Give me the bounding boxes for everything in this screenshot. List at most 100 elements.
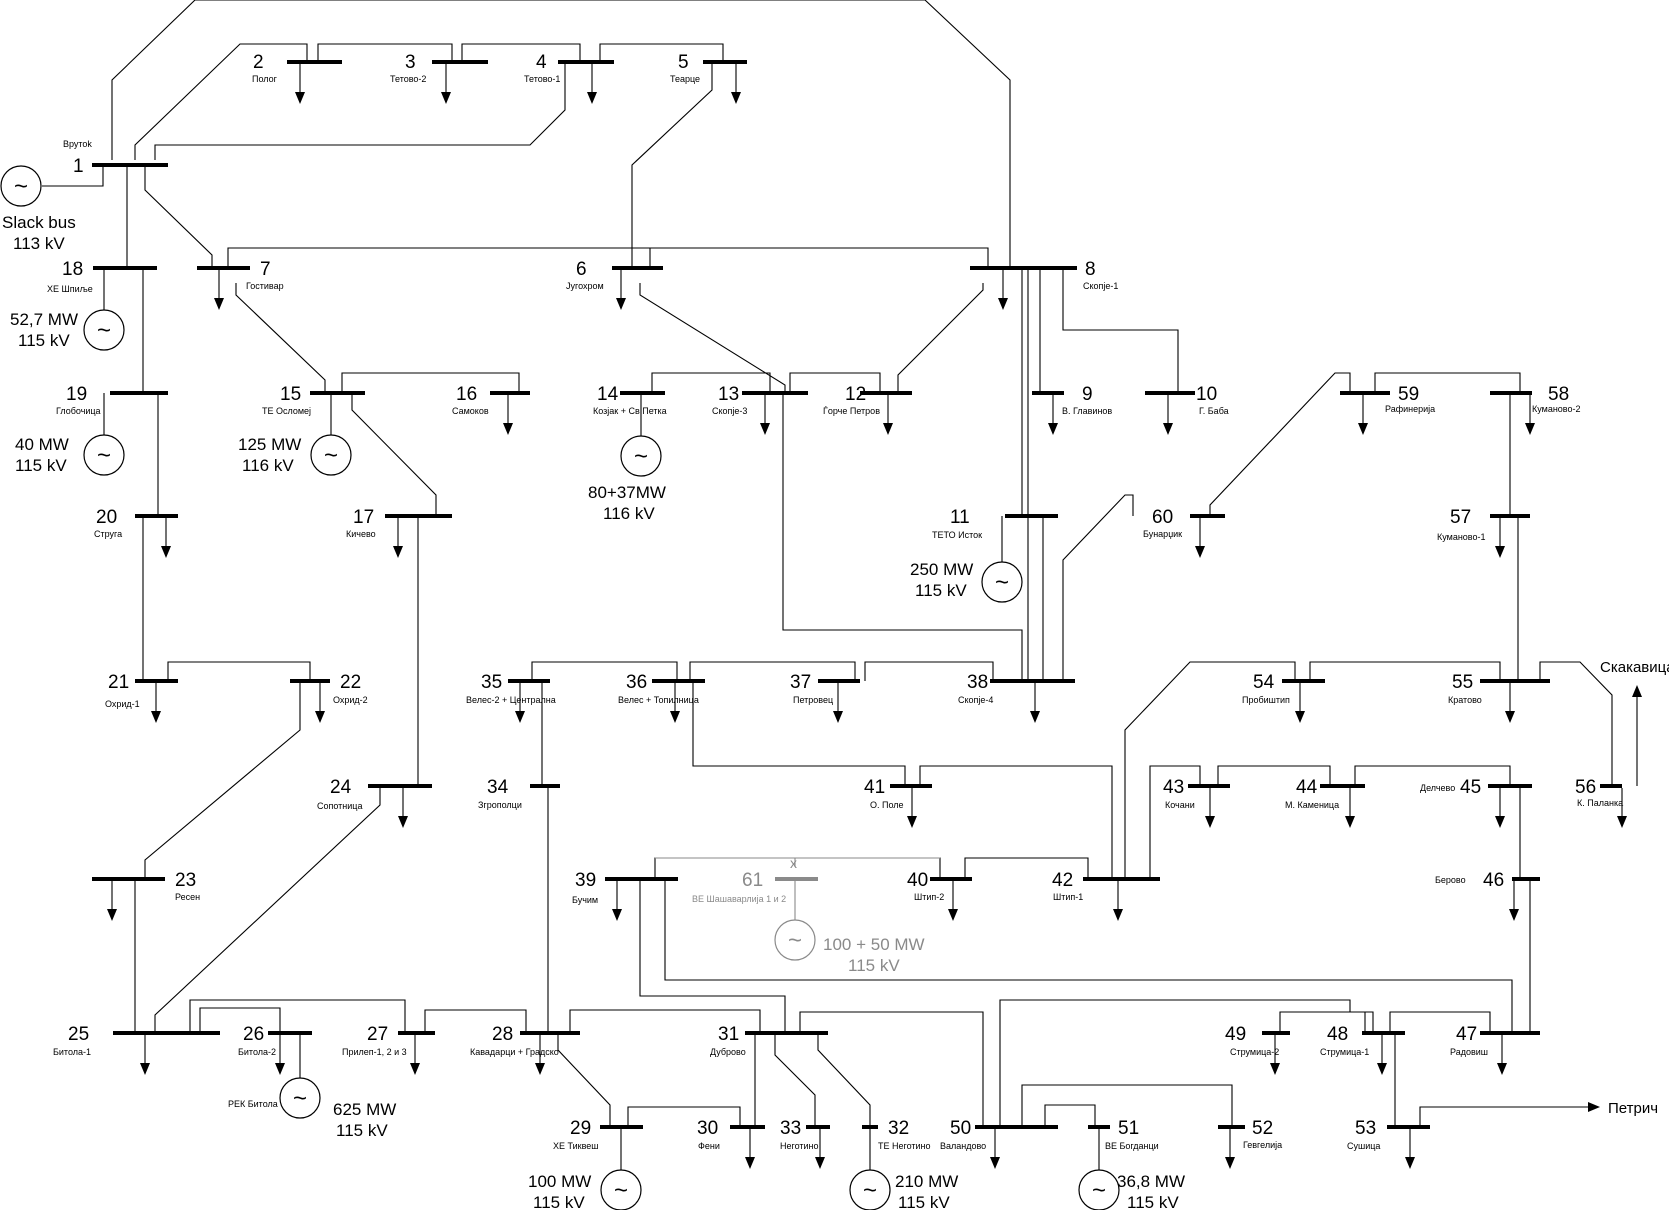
load-arrow-bus-45	[1495, 788, 1505, 828]
line-1-2	[134, 43, 308, 160]
line-7-15	[235, 283, 326, 393]
load-arrow-bus-9	[1048, 395, 1058, 435]
load-arrow-bus-6	[616, 270, 626, 310]
bus-51-num: 51	[1118, 1118, 1139, 1139]
bus-35-num: 35	[481, 672, 502, 693]
line-54-42	[1124, 661, 1296, 879]
svg-text:~: ~	[863, 1177, 877, 1204]
bus-39-num: 39	[575, 870, 596, 891]
line-12-13	[789, 372, 881, 393]
gen-symbol-bus-51: ~	[1078, 1127, 1120, 1210]
load-arrow-bus-33	[815, 1129, 825, 1169]
bus-10-num: 10	[1196, 384, 1217, 405]
bus-58-num: 58	[1548, 384, 1569, 405]
line-31-50	[799, 1011, 984, 1127]
bus-9-num: 9	[1082, 384, 1093, 405]
gen-19-line2: 115 kV	[15, 456, 67, 475]
bus-55-name: Кратово	[1448, 695, 1482, 705]
load-arrow-bus-21	[151, 683, 161, 723]
line-59-60	[1209, 372, 1351, 516]
bus-33-name: Неготино	[780, 1141, 819, 1151]
load-arrow-bus-10	[1163, 395, 1173, 435]
bus-5-name: Теарце	[670, 74, 700, 84]
bus-4-name: Тетово-1	[524, 74, 560, 84]
bus-38-name: Скопје-4	[958, 695, 993, 705]
line-7-8	[227, 247, 989, 268]
load-arrow-bus-42	[1113, 881, 1123, 921]
bus-43-num: 43	[1163, 777, 1184, 798]
bus-17-num: 17	[353, 507, 374, 528]
svg-text:~: ~	[14, 173, 28, 200]
gen-18-line2: 115 kV	[18, 331, 70, 350]
gen-14-line1: 80+37MW	[588, 483, 666, 502]
bus-12-num: 12	[845, 384, 866, 405]
bus-50-name: Валандово	[940, 1141, 986, 1151]
line-3-4	[461, 43, 581, 62]
gen-1-line1: Slack bus	[2, 213, 76, 232]
bus-50-num: 50	[950, 1118, 971, 1139]
gen-15-line1: 125 MW	[238, 435, 301, 454]
line-24-25	[154, 786, 381, 1033]
bus-46-num: 46	[1483, 870, 1504, 891]
bus-31-name: Дуброво	[710, 1047, 746, 1057]
line-36-41	[692, 681, 906, 786]
bus-22-name: Охрид-2	[333, 695, 368, 705]
bus-48-name: Струмица-1	[1320, 1047, 1369, 1057]
bus-15-num: 15	[280, 384, 301, 405]
bus-23-num: 23	[175, 870, 196, 891]
gen-29-line1: 100 MW	[528, 1172, 591, 1191]
breaker-symbol: x	[790, 855, 797, 871]
gen-symbol-bus-15: ~	[310, 393, 352, 476]
svg-text:~: ~	[97, 442, 111, 469]
bus-59-name: Рафинерија	[1385, 404, 1435, 414]
bus-21-num: 21	[108, 672, 129, 693]
bus-29-num: 29	[570, 1118, 591, 1139]
line-8-12	[897, 283, 984, 393]
bus-32-num: 32	[888, 1118, 909, 1139]
bus-41-num: 41	[864, 777, 885, 798]
line-25-27	[189, 999, 406, 1033]
line-59-58	[1374, 372, 1521, 393]
line-50-52	[1021, 1084, 1233, 1127]
svg-text:~: ~	[324, 442, 338, 469]
bus-16-name: Самоков	[452, 406, 489, 416]
bus-55-num: 55	[1452, 672, 1473, 693]
bus-13-num: 13	[718, 384, 739, 405]
line-28-31	[569, 1009, 761, 1033]
gen-symbol-bus-11: ~	[981, 516, 1023, 603]
line-1-7	[144, 165, 213, 268]
gen-symbol-bus-61: ~	[774, 919, 816, 961]
gen-51-line1: 36,8 MW	[1117, 1172, 1185, 1191]
line-5-6	[631, 62, 713, 268]
bus-40-name: Штип-2	[914, 892, 944, 902]
bus-16-num: 16	[456, 384, 477, 405]
gen-15-line2: 116 kV	[242, 456, 294, 475]
load-arrow-bus-57	[1495, 518, 1505, 558]
bus-49-num: 49	[1225, 1024, 1246, 1045]
line-36-37	[689, 661, 856, 681]
load-arrow-bus-44	[1345, 788, 1355, 828]
load-arrow-bus-47	[1497, 1035, 1507, 1075]
bus-11-num: 11	[950, 507, 970, 528]
bus-53-name: Сушица	[1347, 1141, 1380, 1151]
bus-53-num: 53	[1355, 1118, 1376, 1139]
gen-26-line2: 115 kV	[336, 1121, 388, 1140]
svg-text:~: ~	[1092, 1177, 1106, 1204]
load-arrow-bus-35	[515, 683, 525, 723]
bus-52-num: 52	[1252, 1118, 1273, 1139]
bus-18-num: 18	[62, 259, 83, 280]
load-arrow-bus-58	[1525, 395, 1535, 435]
load-arrow-bus-59	[1358, 395, 1368, 435]
load-arrow-bus-2	[295, 64, 305, 104]
bus-27-num: 27	[367, 1024, 388, 1045]
gen-61-line2: 115 kV	[848, 956, 900, 975]
line-31-32	[817, 1033, 871, 1127]
bus-43-name: Кочани	[1165, 800, 1195, 810]
bus-bars	[92, 60, 1622, 1129]
bus-46-name: Берово	[1435, 875, 1466, 885]
line-40-42	[964, 857, 1089, 879]
line-55-56	[1539, 661, 1613, 786]
gen-18-line1: 52,7 MW	[10, 310, 78, 329]
bus-4-num: 4	[536, 52, 547, 73]
load-arrow-bus-46	[1509, 881, 1519, 921]
